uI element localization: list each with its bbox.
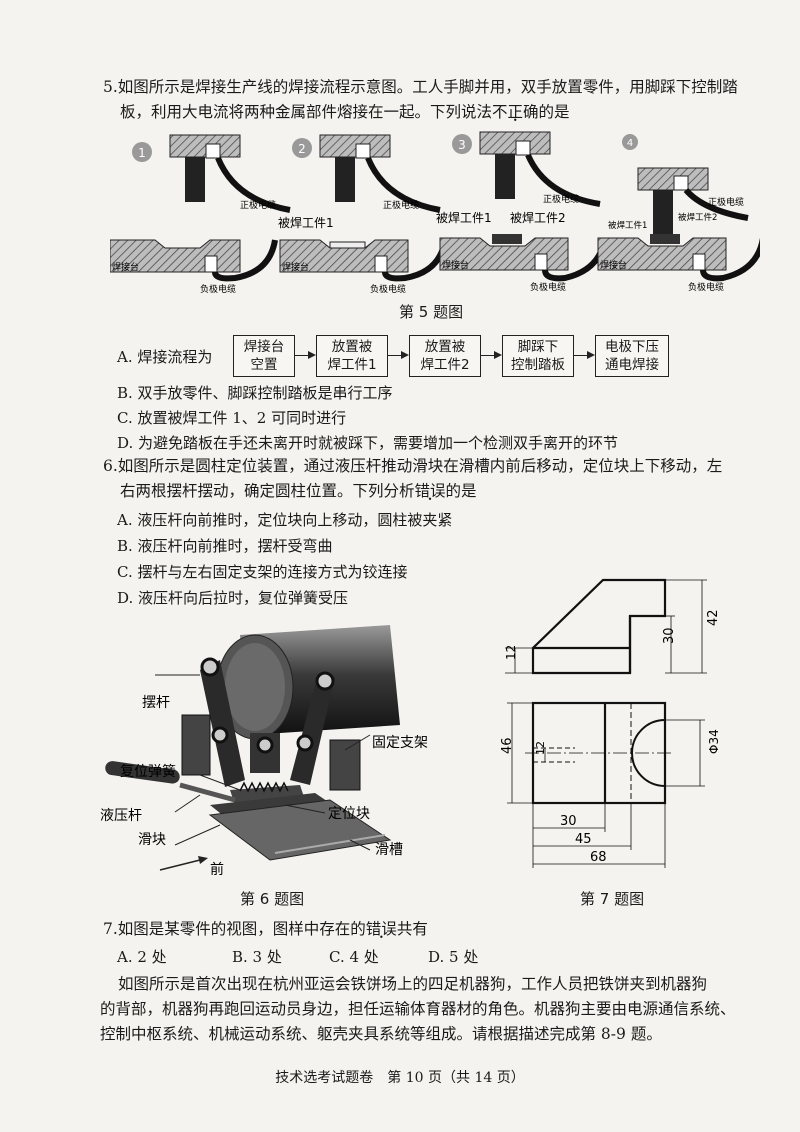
q5-p4-workpiece2-label: 被焊工件2 bbox=[678, 212, 717, 223]
q5-flow-arrow-4 bbox=[574, 351, 595, 359]
q5-welding-figure: 1 正极电缆 焊接台 负极电缆 2 正极电缆 被焊工件1 焊 bbox=[110, 131, 760, 295]
q5-stem-post: 的是 bbox=[538, 103, 570, 121]
q7-dim-12-front: 12 bbox=[504, 645, 518, 660]
q7-option-b: B. 3 处 bbox=[232, 948, 282, 966]
q6-label-reset-spring: 复位弹簧 bbox=[120, 763, 176, 780]
q5-panel-1: 1 正极电缆 焊接台 负极电缆 bbox=[110, 134, 291, 295]
q6-cylinder-device-figure: 摆杆 固定支架 复位弹簧 液压杆 定位块 滑块 滑槽 前 bbox=[100, 625, 428, 878]
q8-intro-line2: 的背部，机器狗再跑回运动员身边，担任运输体育器材的角色。机器狗主要由电源通信系统… bbox=[100, 1000, 736, 1018]
q5-p3-workpiece2-label: 被焊工件2 bbox=[510, 210, 566, 225]
q7-dim-46: 46 bbox=[500, 737, 515, 754]
q7-dim-45: 45 bbox=[575, 832, 592, 847]
q7-stem: 7.如图是某零件的视图，图样中存在的错误共有 bbox=[103, 918, 428, 940]
q6-label-fixed-bracket: 固定支架 bbox=[372, 735, 428, 751]
q5-p1-positive-label: 正极电缆 bbox=[240, 199, 276, 211]
q6-stem-post: 的是 bbox=[445, 482, 477, 500]
q5-flow-step-3: 放置被 焊工件2 bbox=[409, 335, 481, 377]
q6-option-d: D. 液压杆向后拉时，复位弹簧受压 bbox=[117, 589, 349, 607]
q5-figure-caption: 第 5 题图 bbox=[399, 303, 464, 321]
q6-label-slider: 滑块 bbox=[138, 831, 166, 848]
q5-flow-arrow-3 bbox=[481, 351, 502, 359]
q5-panel-2: 2 正极电缆 被焊工件1 焊接台 负极电缆 bbox=[278, 134, 448, 295]
q7-dim-68: 68 bbox=[590, 850, 607, 865]
q5-p2-table-label: 焊接台 bbox=[282, 261, 309, 273]
q5-flow-arrow-1 bbox=[295, 351, 316, 359]
q8-intro-line1: 如图所示是首次出现在杭州亚运会铁饼场上的四足机器狗，工作人员把铁饼夹到机器狗 bbox=[118, 975, 708, 993]
q5-panel-3: 3 正极电缆 被焊工件1 被焊工件2 焊接台 负极电缆 bbox=[436, 131, 608, 293]
q7-dim-phi34: Φ34 bbox=[707, 729, 721, 754]
q5-p4-table-label: 焊接台 bbox=[600, 259, 627, 271]
q5-option-d: D. 为避免踏板在手还未离开时就被踩下，需要增加一个检测双手离开的环节 bbox=[117, 434, 619, 452]
q6-stem-emphasis: 错误 bbox=[415, 482, 446, 500]
q5-p3-positive-label: 正极电缆 bbox=[543, 193, 579, 205]
q5-p1-table-label: 焊接台 bbox=[112, 261, 139, 273]
q5-panel-4: 4 正极电缆 被焊工件1 被焊工件2 焊接台 负极电缆 bbox=[597, 134, 760, 293]
q5-flow-step-2: 放置被 焊工件1 bbox=[316, 335, 388, 377]
page-footer: 技术选考试题卷 第 10 页（共 14 页） bbox=[275, 1070, 525, 1086]
q7-part-views-figure: 42 30 12 46 12 Φ34 30 bbox=[500, 578, 721, 868]
q5-option-b: B. 双手放零件、脚踩控制踏板是串行工序 bbox=[117, 384, 393, 402]
q5-option-a: A. 焊接流程为 bbox=[117, 348, 213, 366]
q6-option-b: B. 液压杆向前推时，摆杆受弯曲 bbox=[117, 537, 333, 555]
q7-figure-caption: 第 7 题图 bbox=[580, 890, 645, 908]
q5-p3-negative-label: 负极电缆 bbox=[530, 281, 566, 293]
q5-flow-step-5: 电极下压 通电焊接 bbox=[595, 335, 669, 377]
q5-p2-workpiece1-label: 被焊工件1 bbox=[278, 215, 334, 230]
q6-stem-line1: 6.如图所示是圆柱定位装置，通过液压杆推动滑块在滑槽内前后移动，定位块上下移动，… bbox=[103, 457, 723, 475]
q6-label-front: 前 bbox=[210, 861, 224, 878]
q5-stem-pre: 板，利用大电流将两种金属部件熔接在一起。下列说法 bbox=[120, 103, 493, 121]
q6-figure-caption: 第 6 题图 bbox=[240, 890, 305, 908]
q5-p2-negative-label: 负极电缆 bbox=[370, 283, 406, 295]
q5-p4-positive-label: 正极电缆 bbox=[708, 196, 744, 208]
q7-dim-30-vertical: 30 bbox=[662, 627, 677, 644]
q5-option-c: C. 放置被焊工件 1、2 可同时进行 bbox=[117, 409, 347, 427]
q6-option-a: A. 液压杆向前推时，定位块向上移动，圆柱被夹紧 bbox=[117, 511, 453, 529]
q5-p3-workpiece1-label: 被焊工件1 bbox=[436, 210, 492, 225]
q6-option-c: C. 摆杆与左右固定支架的连接方式为铰连接 bbox=[117, 563, 408, 581]
q5-flow-step-1: 焊接台 空置 bbox=[233, 335, 295, 377]
q7-dim-30-horizontal: 30 bbox=[560, 814, 577, 829]
q5-flow-arrow-2 bbox=[388, 351, 409, 359]
q5-stem-line1: 5.如图所示是焊接生产线的焊接流程示意图。工人手脚并用，双手放置零件，用脚踩下控… bbox=[103, 78, 738, 96]
q7-option-d: D. 5 处 bbox=[428, 948, 479, 966]
q6-label-swing-rod: 摆杆 bbox=[142, 695, 170, 711]
q7-option-c: C. 4 处 bbox=[329, 948, 379, 966]
q7-dim-12-top: 12 bbox=[534, 741, 547, 755]
q7-stem-emphasis: 错误 bbox=[366, 920, 397, 938]
q5-p3-table-label: 焊接台 bbox=[442, 259, 469, 271]
q5-p4-negative-label: 负极电缆 bbox=[688, 281, 724, 293]
step-number-2: 2 bbox=[298, 142, 306, 156]
step-badge-1 bbox=[132, 142, 152, 162]
q5-stem-line2: 板，利用大电流将两种金属部件熔接在一起。下列说法不正确的是 bbox=[120, 101, 570, 123]
step-number-4: 4 bbox=[627, 138, 633, 149]
q5-p1-negative-label: 负极电缆 bbox=[200, 283, 236, 295]
q7-stem-post: 共有 bbox=[396, 920, 428, 938]
q5-p2-positive-label: 正极电缆 bbox=[383, 199, 419, 211]
q5-p4-workpiece1-label: 被焊工件1 bbox=[608, 220, 647, 231]
q7-stem-pre: 7.如图是某零件的视图，图样中存在的 bbox=[103, 920, 366, 938]
q5-flow-step-4: 脚踩下 控制踏板 bbox=[502, 335, 574, 377]
q5-stem-emphasis: 不正确 bbox=[492, 103, 539, 121]
q7-dim-42: 42 bbox=[706, 609, 721, 626]
step-number-1: 1 bbox=[138, 146, 146, 160]
q8-intro-line3: 控制中枢系统、机械运动系统、躯壳夹具系统等组成。请根据描述完成第 8-9 题。 bbox=[100, 1025, 662, 1043]
step-number-3: 3 bbox=[458, 138, 466, 152]
q7-option-a: A. 2 处 bbox=[117, 948, 167, 966]
q6-label-chute: 滑槽 bbox=[375, 841, 403, 858]
q6-stem-pre: 右两根摆杆摆动，确定圆柱位置。下列分析 bbox=[120, 482, 415, 500]
q6-stem-line2: 右两根摆杆摆动，确定圆柱位置。下列分析错误的是 bbox=[120, 480, 477, 502]
q6-label-hydraulic-rod: 液压杆 bbox=[100, 808, 142, 824]
q6-label-locating-block: 定位块 bbox=[328, 806, 370, 822]
